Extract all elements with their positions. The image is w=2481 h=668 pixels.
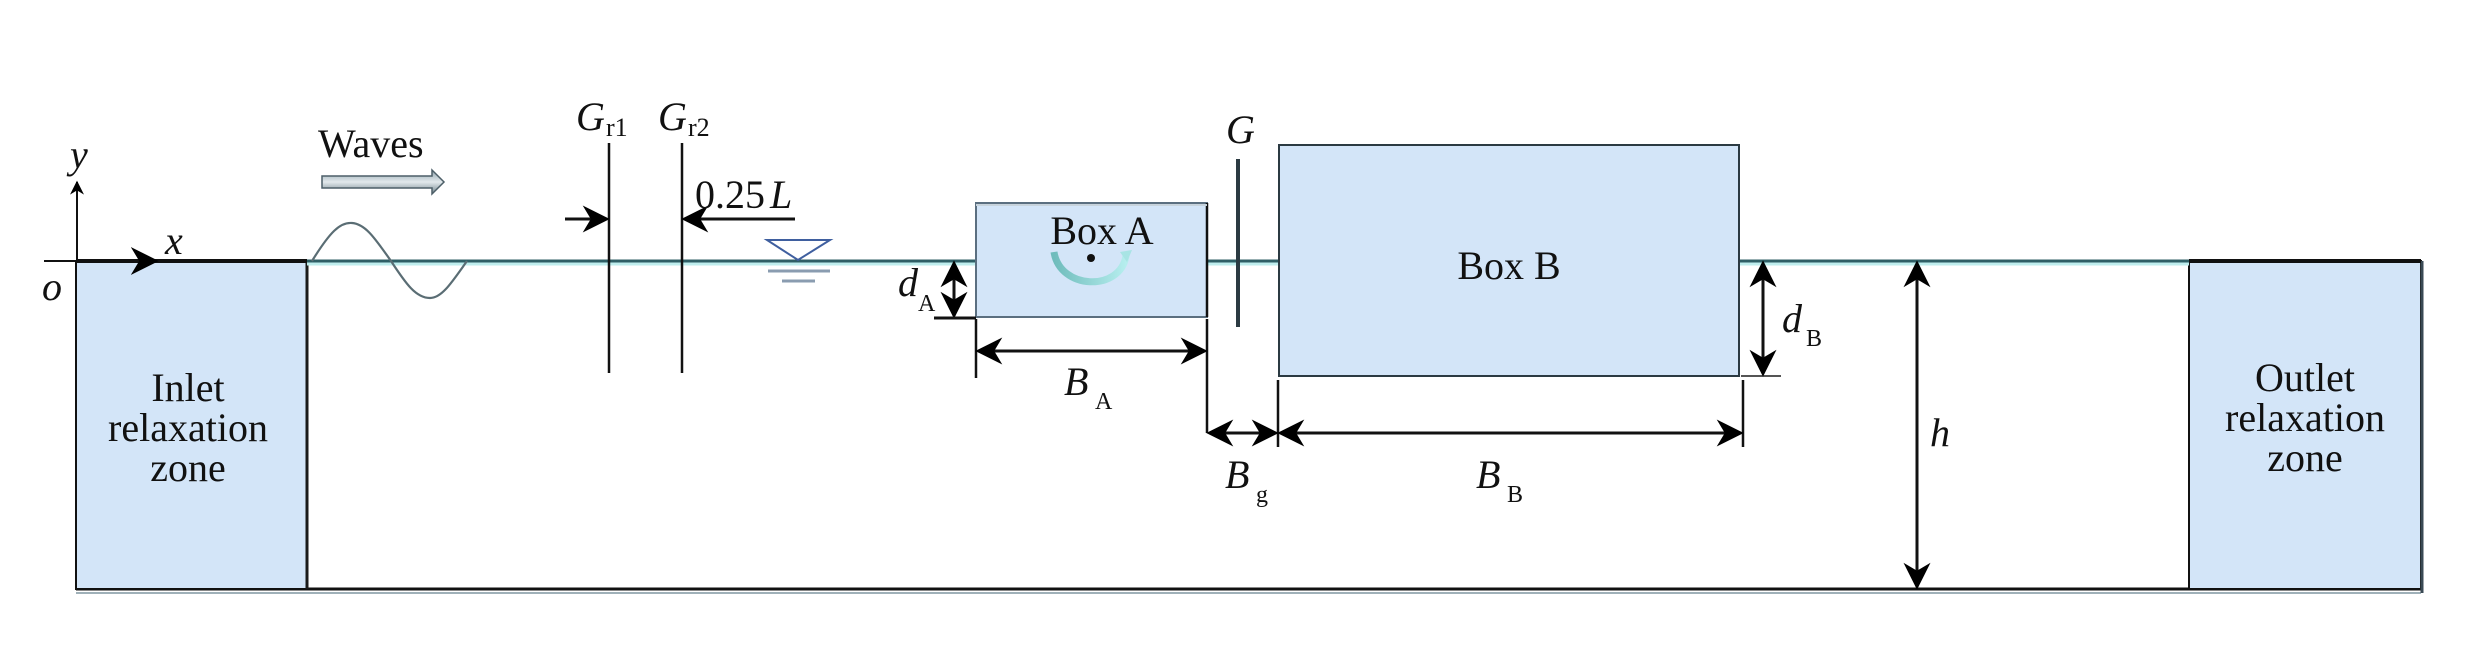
outlet-relaxation-zone: Outlet relaxation zone xyxy=(2188,260,2424,593)
box-b: Box B xyxy=(1278,144,1740,377)
coordinate-axes: y x o xyxy=(42,132,183,309)
gr2-subscript: r2 xyxy=(688,113,710,142)
b-a-subscript: A xyxy=(1095,389,1113,415)
water-depth-dimension: h xyxy=(1903,260,1950,590)
width-b-dimension: B B xyxy=(1277,380,1745,508)
y-axis-label: y xyxy=(66,132,88,177)
b-b-label: B xyxy=(1476,452,1500,497)
gauge-spacing-dimension: 0.25 L xyxy=(565,172,795,233)
d-b-subscript: B xyxy=(1806,326,1822,352)
gap-gauge-g: G xyxy=(1226,107,1255,327)
draft-a-dimension: d A xyxy=(898,260,976,320)
inlet-zone-label-line2: relaxation xyxy=(108,405,268,450)
wave-gauge-gr1: G r1 xyxy=(576,94,628,373)
still-water-line xyxy=(307,259,2189,266)
waves-label: Waves xyxy=(318,121,424,166)
x-axis-label: x xyxy=(164,218,183,263)
d-a-subscript: A xyxy=(918,291,936,317)
box-a-label: Box A xyxy=(1050,208,1153,253)
g-label: G xyxy=(1226,107,1255,152)
b-g-label: B xyxy=(1225,452,1249,497)
gr1-subscript: r1 xyxy=(606,113,628,142)
b-a-label: B xyxy=(1064,359,1088,404)
tank-floor xyxy=(76,587,2421,594)
outlet-zone-label-line2: relaxation xyxy=(2225,395,2385,440)
inlet-zone-label-line1: Inlet xyxy=(151,365,224,410)
draft-b-dimension: d B xyxy=(1741,260,1822,377)
width-a-dimension: B A xyxy=(974,319,1209,433)
box-b-label: Box B xyxy=(1457,243,1560,288)
spacing-label-l: L xyxy=(769,172,792,217)
wave-direction-arrow-icon xyxy=(321,168,446,196)
b-g-subscript: g xyxy=(1256,482,1268,508)
d-a-label: d xyxy=(898,260,919,305)
center-of-rotation-dot xyxy=(1087,254,1095,262)
waves-indicator: Waves xyxy=(311,121,468,300)
gr2-label: G xyxy=(658,94,687,139)
origin-label: o xyxy=(42,264,62,309)
rotation-arrow-icon xyxy=(1050,251,1130,286)
inlet-zone-label-line3: zone xyxy=(150,445,226,490)
h-label: h xyxy=(1930,410,1950,455)
d-b-label: d xyxy=(1782,296,1803,341)
water-level-symbol-icon xyxy=(763,239,834,283)
box-a: Box A xyxy=(975,202,1209,318)
gr1-label: G xyxy=(576,94,605,139)
wave-gauge-gr2: G r2 xyxy=(658,94,710,373)
inlet-relaxation-zone: Inlet relaxation zone xyxy=(75,260,309,590)
outlet-zone-label-line3: zone xyxy=(2267,435,2343,480)
rotation-arrowhead-icon xyxy=(1120,250,1132,262)
b-b-subscript: B xyxy=(1507,482,1523,508)
outlet-zone-label-line1: Outlet xyxy=(2255,355,2355,400)
spacing-label-number: 0.25 xyxy=(695,172,765,217)
gap-width-dimension: B g xyxy=(1206,380,1280,508)
wave-profile-icon xyxy=(311,221,468,300)
